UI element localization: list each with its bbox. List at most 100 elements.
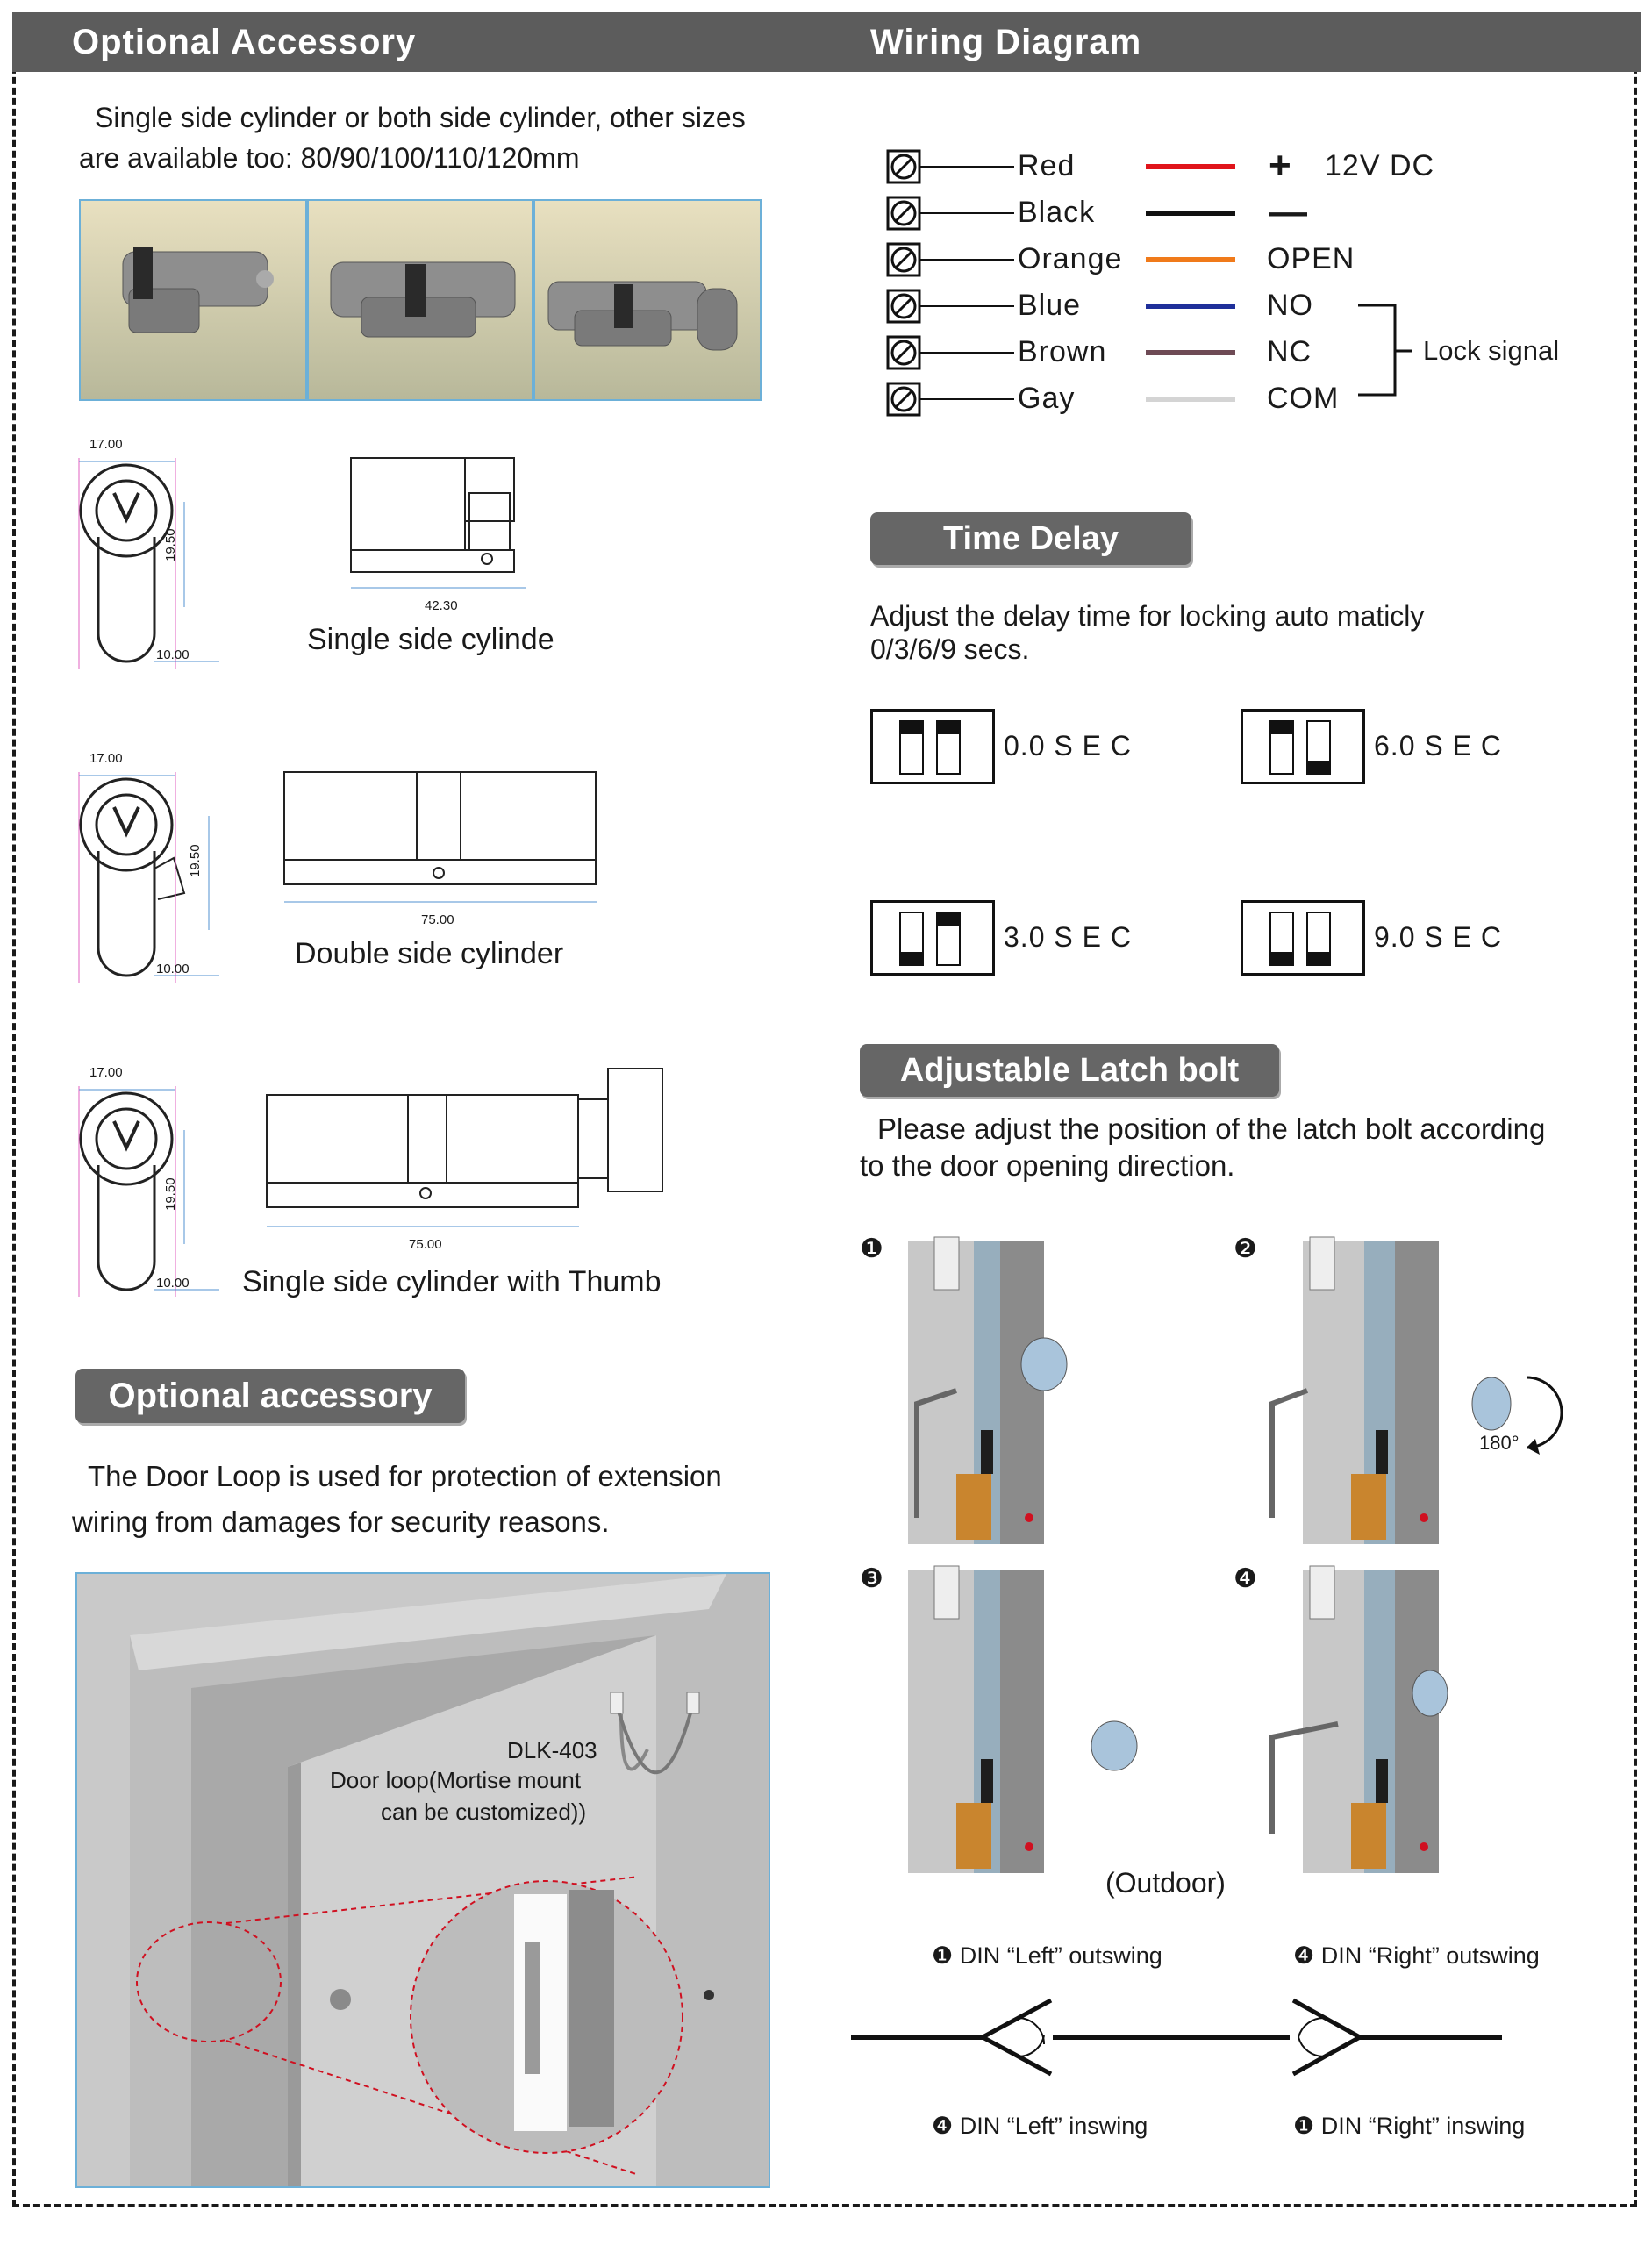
dip-switch-slider <box>936 720 961 775</box>
dip-switch-knob <box>1308 952 1329 964</box>
dim-length-2: 75.00 <box>421 912 454 927</box>
dim-width-2: 17.00 <box>89 751 123 766</box>
delay-setting-label: 0.0 S E C <box>1004 730 1132 762</box>
dip-switch-knob <box>1271 952 1292 964</box>
cylinder-photo-single <box>79 199 307 401</box>
dim-bottom-3: 10.00 <box>156 1276 190 1291</box>
latch-step-2-image <box>1269 1236 1563 1544</box>
dip-switch-box <box>1241 709 1365 784</box>
dim-bottom-1: 10.00 <box>156 647 190 662</box>
terminal-screw-head <box>890 293 917 319</box>
thumb-cylinder-image <box>547 281 738 351</box>
terminal-screw-slot <box>894 297 913 316</box>
dip-switch-slider <box>899 912 924 966</box>
din-top-left-num: ❶ <box>932 1942 954 1969</box>
time-delay-text-line1: Adjust the delay time for locking auto m… <box>870 600 1425 632</box>
dip-switch-knob <box>938 913 959 926</box>
wire-name: Orange <box>1018 242 1123 275</box>
din-bottom-right-text: DIN “Right” inswing <box>1320 2113 1526 2139</box>
door-loop-model: DLK-403 <box>507 1737 597 1763</box>
caption-thumb-side: Single side cylinder with Thumb <box>242 1265 662 1298</box>
cylinder-photo-double <box>307 199 533 401</box>
terminal-screw-slot <box>894 343 913 362</box>
drawing-double-side <box>78 771 597 983</box>
din-top-right-text: DIN “Right” outswing <box>1320 1942 1540 1969</box>
double-cylinder-image <box>330 261 516 338</box>
door-loop-text-line2: wiring from damages for security reasons… <box>72 1506 610 1538</box>
drawing-thumb-side <box>78 1068 663 1297</box>
din-swing-diagram <box>851 1998 1502 2077</box>
dim-height-1: 19.50 <box>163 528 178 562</box>
dip-switch-box <box>870 709 995 784</box>
dip-switch-box <box>870 900 995 976</box>
latch-step-4-image <box>1269 1565 1448 1873</box>
terminal-screw-head <box>890 386 917 412</box>
step-3-number: ❸ <box>860 1564 883 1593</box>
cylinder-intro-line2: are available too: 80/90/100/110/120mm <box>79 142 580 174</box>
outdoor-label: (Outdoor) <box>1105 1867 1226 1899</box>
dim-height-3: 19.50 <box>163 1177 178 1211</box>
rotation-label: 180° <box>1479 1432 1520 1454</box>
wire-signal: 12V DC <box>1325 149 1435 182</box>
wiring-diagram <box>886 149 1412 417</box>
dip-switch-slider <box>899 720 924 775</box>
dip-switch-knob <box>1308 761 1329 773</box>
wire-signal: NO <box>1267 289 1313 322</box>
dip-switch-box <box>1241 900 1365 976</box>
latch-title: Adjustable Latch bolt <box>860 1044 1279 1097</box>
delay-setting-label: 3.0 S E C <box>1004 921 1132 953</box>
din-bottom-right-label: ❶ DIN “Right” inswing <box>1293 2113 1525 2140</box>
dip-switch-knob <box>938 722 959 734</box>
terminal-screw-head <box>890 154 917 180</box>
wire-name: Red <box>1018 149 1076 182</box>
dip-switch-knob <box>1271 722 1292 734</box>
wire-signal: COM <box>1267 382 1340 415</box>
dip-switch-knob <box>901 722 922 734</box>
caption-single-side: Single side cylinde <box>307 623 554 656</box>
din-bottom-left-label: ❹ DIN “Left” inswing <box>932 2113 1148 2140</box>
door-loop-illustration <box>75 1572 770 2188</box>
latch-step-3-image <box>908 1565 1138 1873</box>
lock-signal-label: Lock signal <box>1423 335 1560 366</box>
terminal-screw-slot <box>894 204 913 223</box>
dip-switch-knob <box>901 952 922 964</box>
terminal-screw-slot <box>894 157 913 176</box>
din-bottom-left-num: ❹ <box>932 2113 954 2139</box>
dip-switch-slider <box>1269 912 1294 966</box>
door-loop-text-line1: The Door Loop is used for protection of … <box>88 1460 722 1492</box>
dim-bottom-2: 10.00 <box>156 962 190 976</box>
dip-switch-slider <box>1306 720 1331 775</box>
din-top-right-label: ❹ DIN “Right” outswing <box>1293 1942 1540 1970</box>
wire-signal: NC <box>1267 335 1312 368</box>
dip-switch-slider <box>936 912 961 966</box>
cylinder-intro-line1: Single side cylinder or both side cylind… <box>95 102 746 133</box>
door-loop-label-line2: Door loop(Mortise mount <box>330 1767 582 1793</box>
dip-switch-slider <box>1306 912 1331 966</box>
single-cylinder-image <box>122 247 274 333</box>
door-loop-section-title: Optional accessory <box>75 1369 465 1423</box>
din-top-right-num: ❹ <box>1293 1942 1315 1969</box>
dim-width-3: 17.00 <box>89 1065 123 1080</box>
delay-setting-label: 6.0 S E C <box>1374 730 1502 762</box>
dim-length-3: 75.00 <box>409 1237 442 1252</box>
dim-width-1: 17.00 <box>89 437 123 452</box>
dim-height-2: 19.50 <box>188 844 203 877</box>
latch-text-line1: Please adjust the position of the latch … <box>877 1112 1546 1145</box>
drawing-single-side <box>78 457 526 669</box>
polarity-symbol: + <box>1269 144 1292 187</box>
din-top-left-label: ❶ DIN “Left” outswing <box>932 1942 1162 1970</box>
latch-steps-illustration <box>908 1236 1563 1873</box>
dim-length-1: 42.30 <box>425 598 458 613</box>
caption-double-side: Double side cylinder <box>295 937 564 970</box>
terminal-screw-head <box>890 200 917 226</box>
wire-name: Brown <box>1018 335 1107 368</box>
step-1-number: ❶ <box>860 1234 883 1263</box>
wire-name: Black <box>1018 196 1096 229</box>
wire-signal: OPEN <box>1267 242 1355 275</box>
step-4-number: ❹ <box>1234 1564 1257 1593</box>
latch-text-line2: to the door opening direction. <box>860 1149 1235 1182</box>
header-bar <box>12 12 1641 72</box>
din-bottom-left-text: DIN “Left” inswing <box>959 2113 1148 2139</box>
time-delay-title: Time Delay <box>870 512 1191 565</box>
door-image <box>130 1574 769 2186</box>
